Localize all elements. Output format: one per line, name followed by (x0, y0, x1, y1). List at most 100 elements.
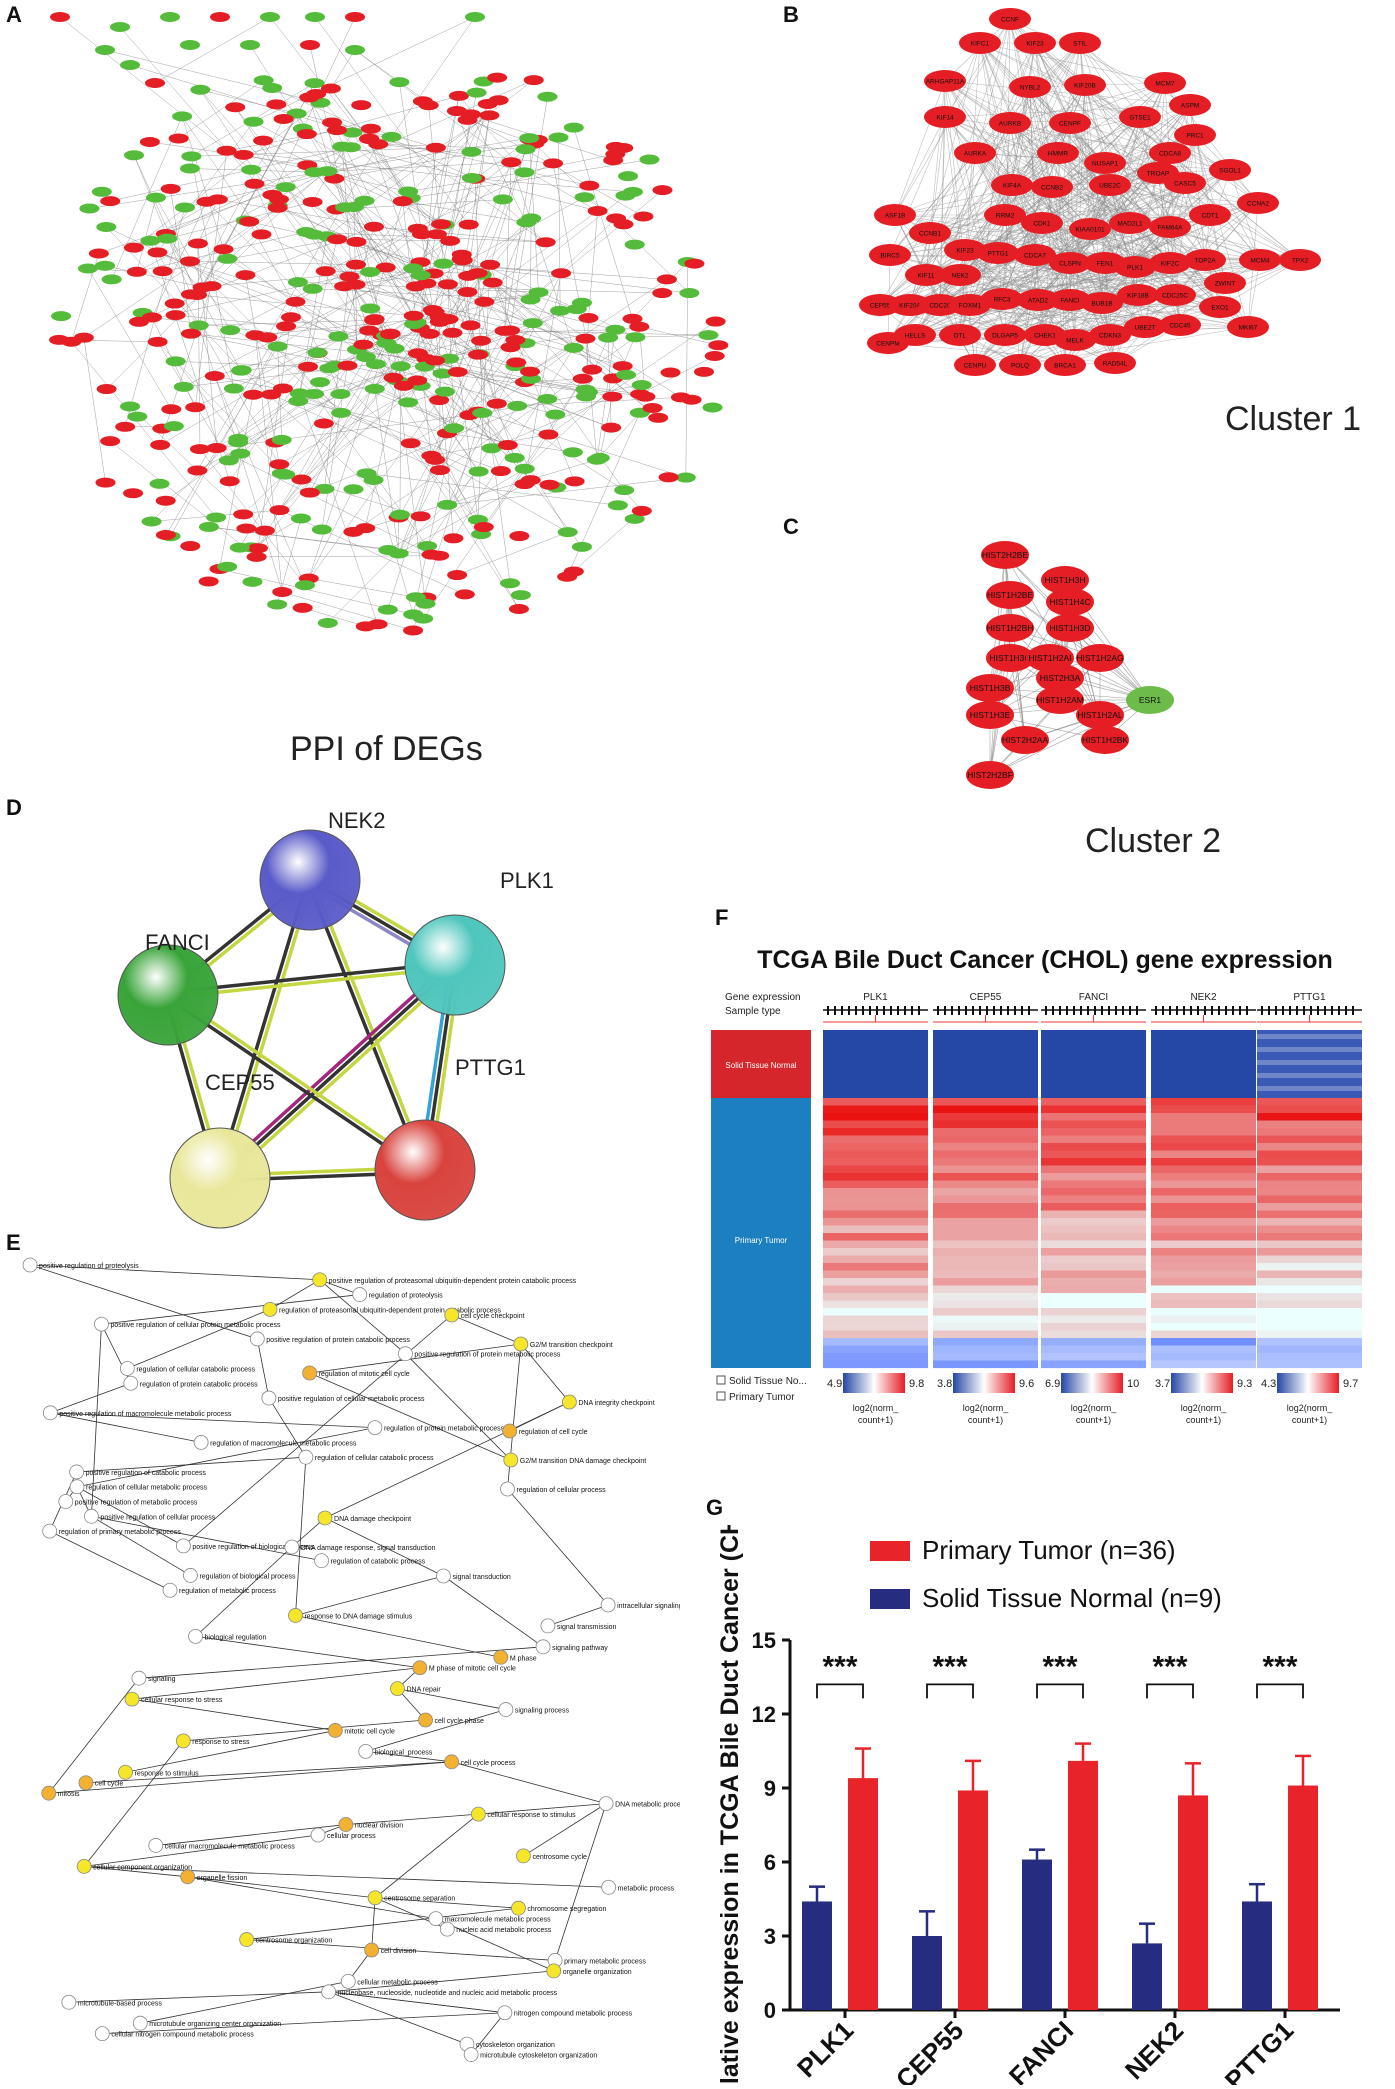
go-term: DNA integrity checkpoint (561, 1394, 655, 1410)
heatmap-cell (1151, 1135, 1256, 1144)
ppi-node (204, 371, 225, 382)
go-term: regulation of biological process (183, 1568, 296, 1583)
gene-exon (993, 1006, 995, 1015)
ppi-node (342, 127, 363, 138)
gene-exon (1282, 1006, 1284, 1015)
heatmap-cell (1041, 1323, 1146, 1331)
gene-exon (1338, 1006, 1340, 1015)
go-term: positive regulation of biological proces… (176, 1538, 315, 1554)
go-term: regulation of cellular process (500, 1481, 607, 1497)
go-term-label: positive regulation of macromolecule met… (59, 1411, 231, 1418)
heatmap-cell (1257, 1323, 1362, 1331)
ppi-node (229, 542, 250, 553)
heatmap-cell (933, 1233, 1038, 1241)
go-term: M phase (493, 1649, 537, 1665)
ppi-node (180, 40, 200, 50)
cluster1-node: NYBL2 (1009, 76, 1051, 98)
heatmap-cell (1151, 1233, 1256, 1241)
ppi-node (198, 521, 219, 532)
go-term: cellular response to stimulus (470, 1806, 576, 1822)
ppi-node (291, 474, 312, 485)
gene-exon (958, 1006, 960, 1015)
ppi-node (340, 142, 361, 153)
ppi-node (61, 336, 82, 347)
cluster1-node: MCM7 (1144, 72, 1186, 94)
cluster1-node-label: FOXM1 (959, 303, 982, 310)
significance-bracket (1146, 1683, 1194, 1699)
heatmap-cell (1041, 1105, 1146, 1114)
go-term-label: signaling (148, 1676, 176, 1683)
ppi-node (228, 437, 249, 448)
heatmap-cell (823, 1278, 928, 1286)
ppi-node (433, 258, 454, 269)
legend-swatch (870, 1541, 910, 1561)
ppi-node (296, 129, 317, 140)
cluster1-node-label: PLK1 (1127, 265, 1143, 272)
go-term-label: regulation of cellular process (517, 1487, 607, 1494)
heatmap-cell (1041, 1128, 1146, 1136)
ppi-node (407, 375, 428, 386)
go-term: metabolic process (601, 1879, 675, 1895)
heatmap-cell (933, 1120, 1038, 1129)
gene-exon (841, 1006, 843, 1015)
scale-unit-2: count+1) (1076, 1415, 1111, 1425)
cluster2-node-label: HIST1H2BE (987, 590, 1034, 600)
gene-exon (1021, 1006, 1023, 1015)
heatmap-cell (823, 1270, 928, 1279)
ppi-node (468, 466, 489, 477)
go-term: response to stimulus (118, 1764, 199, 1780)
ppi-node (448, 90, 469, 101)
go-term: regulation of protein metabolic process (367, 1420, 505, 1436)
ppi-node (582, 364, 603, 375)
ppi-node (509, 531, 530, 542)
ppi-node (206, 512, 227, 523)
ppi-node (487, 72, 508, 83)
ppi-node (571, 297, 592, 308)
ppi-node (251, 229, 272, 240)
cluster1-node-label: KIF20A (899, 303, 921, 310)
cluster1-node-label: UBE2C (1099, 183, 1121, 190)
cluster1-node-label: KIF20B (1074, 83, 1096, 90)
ppi-node (124, 150, 145, 161)
go-term-label: cell division (381, 1948, 417, 1955)
y-tick-label: 3 (764, 1924, 776, 1949)
go-term-label: regulation of catabolic process (331, 1559, 426, 1566)
cluster1-node: CDCA7 (1014, 244, 1056, 266)
ppi-node (550, 305, 571, 316)
heatmap-cell (1041, 1143, 1146, 1151)
cluster2-node-label: HIST1H2AL (1077, 710, 1123, 720)
ppi-node (302, 196, 323, 207)
heatmap-gene-label: CEP55 (970, 992, 1002, 1003)
cluster2-node-label: HIST2H2BE (982, 550, 1029, 560)
ppi-node (364, 314, 385, 325)
go-term: positive regulation of catabolic process (69, 1464, 206, 1480)
scale-max: 9.6 (1019, 1378, 1034, 1390)
heatmap-cell (1041, 1180, 1146, 1189)
go-term: cellular process (310, 1827, 376, 1843)
string-node-pttg1 (374, 1119, 476, 1221)
heatmap-cell (1257, 1308, 1362, 1316)
cluster1-node-label: FAM64A (1158, 225, 1184, 232)
cluster1-node: CDCA8 (1149, 142, 1191, 164)
ppi-node (120, 60, 140, 70)
ppi-node (405, 281, 426, 292)
gene-exon (1007, 1006, 1009, 1015)
gene-exon (883, 1006, 885, 1015)
ppi-node (393, 380, 414, 391)
heatmap-cell (1257, 1285, 1362, 1294)
gene-exon (1066, 1006, 1068, 1015)
legend-label: Solid Tissue Normal (n=9) (922, 1583, 1222, 1613)
panel-letter-f: F (715, 905, 729, 930)
ppi-node (297, 361, 318, 372)
cluster1-node: KIFC1 (959, 32, 1001, 54)
go-term-label: biological_process (375, 1749, 433, 1756)
ppi-node (602, 391, 623, 402)
cluster2-node-label: HIST1H2BK (1082, 735, 1129, 745)
ppi-node (461, 173, 482, 184)
heatmap-cell (1041, 1308, 1146, 1316)
heatmap-cell (1041, 1233, 1146, 1241)
ppi-node (614, 485, 635, 496)
gene-exon (965, 1006, 967, 1015)
go-term: response to DNA damage stimulus (288, 1608, 413, 1623)
ppi-node (403, 310, 424, 321)
